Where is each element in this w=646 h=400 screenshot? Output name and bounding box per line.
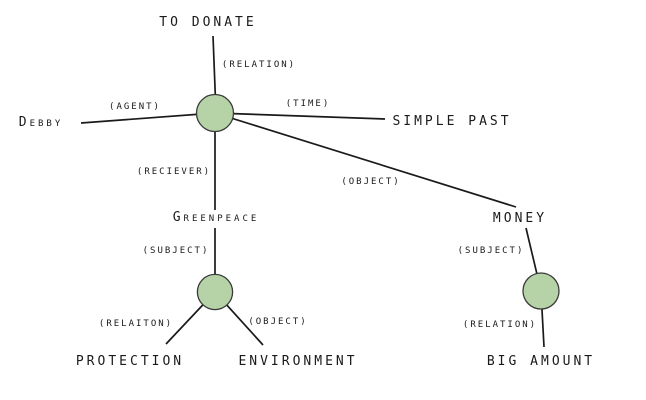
edge-label-relation-right: (RELATION): [462, 320, 538, 330]
node-label-environment: ENVIRONMENT: [238, 354, 358, 369]
node-label-simple-past: SIMPLE PAST: [392, 114, 512, 129]
edge-label-time: (TIME): [285, 99, 331, 109]
edge-label-reciever: (RECIEVER): [136, 167, 212, 177]
edge-agent-line: [80, 112, 216, 124]
edge-label-object-main: (OBJECT): [341, 177, 401, 187]
concept-node-greenpeace-hub: [196, 273, 234, 311]
concept-node-money-hub: [522, 272, 560, 310]
concept-node-main: [195, 93, 235, 133]
edge-label-subject-right: (SUBJECT): [457, 246, 525, 256]
edge-label-object-left: (OBJECT): [248, 317, 308, 327]
node-label-protection: PROTECTION: [75, 354, 185, 369]
edge-label-relaiton-left: (RELAITON): [98, 319, 174, 329]
node-label-to-donate: TO DONATE: [159, 15, 257, 30]
edge-object-main-line: [214, 112, 517, 208]
edge-label-relation-top: (RELATION): [221, 60, 297, 70]
node-label-money: MONEY: [492, 211, 548, 226]
node-label-big-amount: BIG AMOUNT: [486, 354, 596, 369]
edge-time-line: [214, 112, 386, 120]
node-label-debby: Debby: [18, 115, 64, 130]
node-label-greenpeace: Greenpeace: [172, 210, 260, 225]
edge-label-agent: (AGENT): [109, 102, 161, 112]
edge-label-subject-left: (SUBJECT): [142, 246, 210, 256]
